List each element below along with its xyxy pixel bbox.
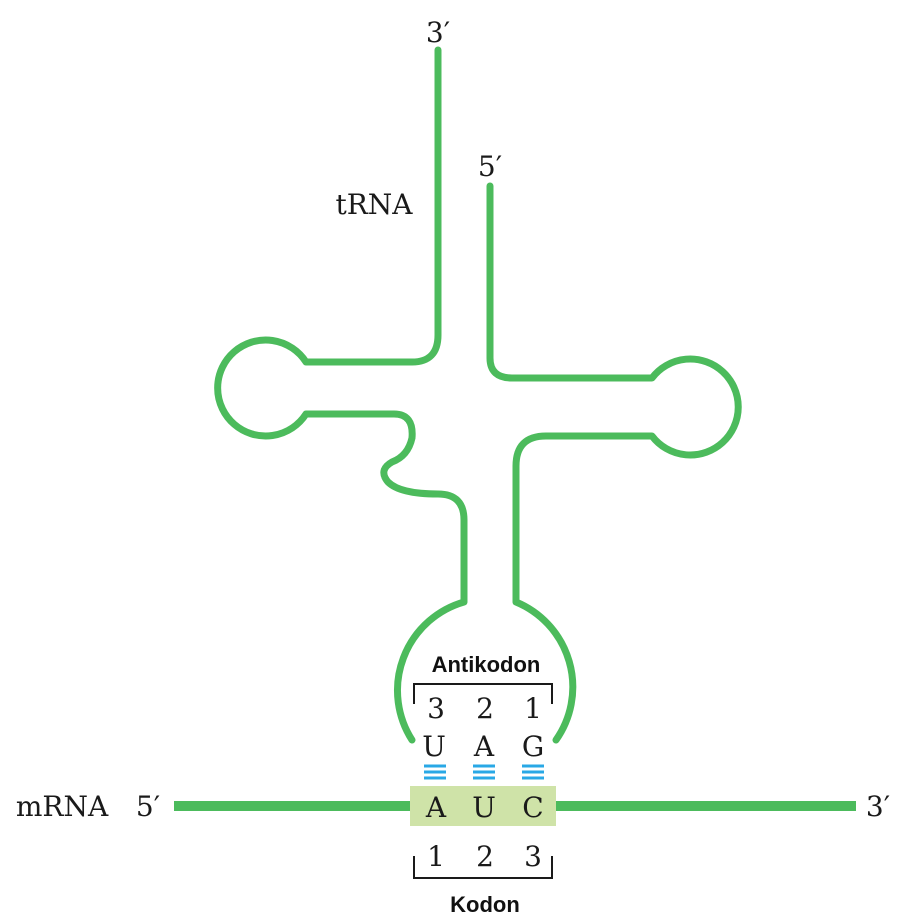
mrna-5prime-label: 5′ [136,790,160,823]
codon-base-1: A [425,791,447,824]
trna-3prime-label: 3′ [426,16,450,49]
trna-label: tRNA [335,188,413,221]
anticodon-base-3: G [522,730,544,763]
trna-strand-right [486,182,742,744]
codon-title: Kodon [450,892,520,917]
mrna-label: mRNA [16,790,109,823]
anticodon-base-2: A [473,730,495,763]
anticodon-number-2: 2 [476,692,494,725]
anticodon-number-1: 3 [427,692,445,725]
base-pair-3 [522,764,544,780]
mrna-3prime-label: 3′ [866,790,890,823]
base-pair-2 [473,764,495,780]
codon-base-3: C [522,791,543,824]
codon-number-1: 1 [427,840,445,873]
base-pair-1 [424,764,446,780]
codon-base-2: U [472,791,496,824]
anticodon-bracket [413,683,553,704]
anticodon-base-1: U [422,730,446,763]
anticodon-number-3: 1 [524,692,542,725]
codon-highlight [410,786,556,826]
codon-number-3: 3 [524,840,542,873]
anticodon-title: Antikodon [432,652,541,677]
codon-number-2: 2 [476,840,494,873]
trna-5prime-label: 5′ [478,150,502,183]
codon-bracket [413,856,553,879]
trna-strand [214,46,468,744]
